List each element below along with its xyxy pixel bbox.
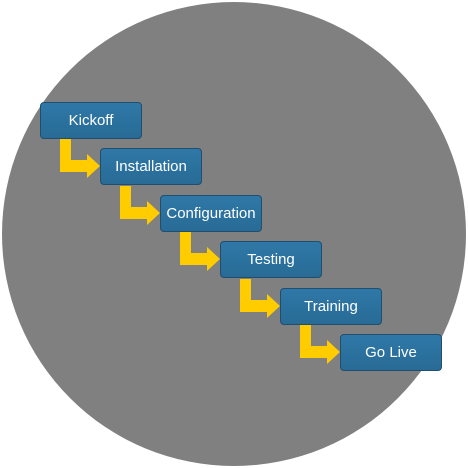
step-testing: Testing xyxy=(220,241,322,278)
connector-arrow-2 xyxy=(120,186,160,225)
connector-arrow-5 xyxy=(300,325,340,364)
step-installation: Installation xyxy=(100,148,202,185)
step-go-live: Go Live xyxy=(340,334,442,371)
connector-arrow-1 xyxy=(60,139,100,178)
connector-arrow-4 xyxy=(240,279,280,318)
step-configuration: Configuration xyxy=(160,195,262,232)
step-training: Training xyxy=(280,288,382,325)
connector-arrow-3 xyxy=(180,232,220,271)
step-kickoff: Kickoff xyxy=(40,102,142,139)
